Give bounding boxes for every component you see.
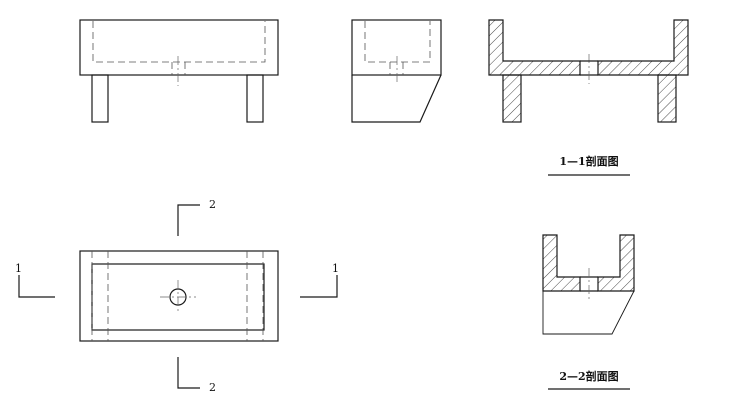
- side-elevation: [351, 19, 442, 123]
- cut-marker-top-2: 2: [209, 198, 216, 211]
- cut-marker-bottom-2: 2: [209, 381, 216, 394]
- cut-markers: 2 2 1 1: [15, 198, 339, 394]
- cut-marker-left-1: 1: [15, 262, 22, 275]
- cut-marker-right-1: 1: [332, 262, 339, 275]
- section-1-1: 1—1剖面图: [488, 19, 689, 176]
- plan-view: [79, 250, 279, 342]
- section-2-title: 2—2剖面图: [559, 369, 618, 383]
- section-2-2: 2—2剖面图: [542, 234, 635, 390]
- front-elevation: [79, 19, 279, 123]
- section-1-title: 1—1剖面图: [559, 154, 618, 168]
